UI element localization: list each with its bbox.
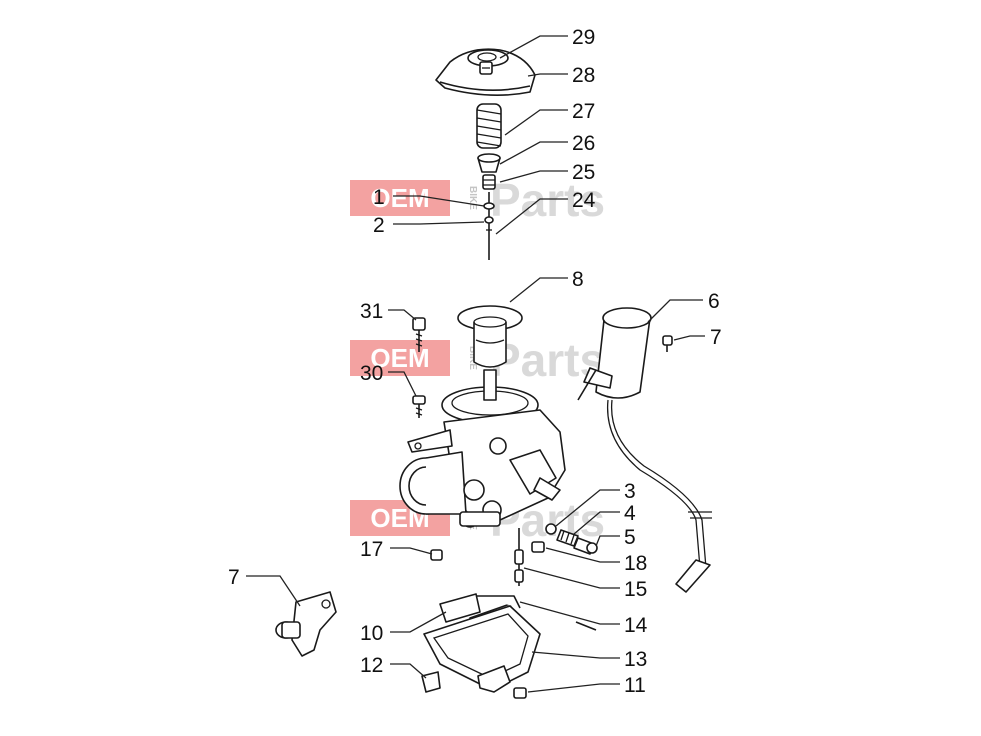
callout-14: 14	[624, 614, 648, 637]
callout-6: 6	[708, 290, 720, 313]
callout-4: 4	[624, 502, 636, 525]
part-screw-30	[412, 395, 426, 418]
callout-5: 5	[624, 526, 636, 549]
callout-18: 18	[624, 552, 647, 575]
part-plug-18	[531, 541, 545, 553]
part-needle-holder	[482, 174, 496, 190]
callout-17: 17	[360, 538, 383, 561]
leader-3	[555, 489, 620, 527]
part-screw-5	[573, 537, 598, 555]
part-slide-diaphragm	[457, 305, 523, 368]
callout-31: 31	[360, 300, 383, 323]
leader-27	[504, 109, 568, 136]
part-float-bowl	[423, 605, 541, 693]
part-jet-needle	[483, 192, 495, 260]
part-cover-screw	[479, 61, 493, 75]
leader-18	[545, 547, 620, 563]
leader-14	[519, 601, 620, 625]
leader-7a	[673, 335, 705, 341]
leader-25	[499, 170, 568, 183]
callout-12: 12	[360, 654, 383, 677]
callout-3: 3	[624, 480, 636, 503]
leader-29	[499, 35, 568, 59]
part-bolt-31	[412, 317, 426, 352]
leader-7b	[246, 575, 301, 607]
callout-7-right: 7	[710, 326, 722, 349]
part-screw-7	[662, 335, 673, 352]
part-spring-4	[556, 529, 579, 547]
leader-10	[390, 611, 447, 633]
callout-11: 11	[624, 674, 646, 697]
part-choke-actuator	[577, 307, 712, 593]
leader-6	[647, 299, 703, 323]
leader-31	[388, 309, 417, 321]
leader-24	[495, 198, 568, 235]
callout-29: 29	[572, 26, 595, 49]
callout-1: 1	[373, 186, 385, 209]
leader-4	[573, 511, 620, 535]
leader-26	[499, 141, 568, 165]
callout-15: 15	[624, 578, 647, 601]
leader-lines	[246, 35, 705, 693]
watermark-bike: BIKE	[467, 186, 478, 210]
part-spring	[476, 103, 502, 149]
callout-26: 26	[572, 132, 595, 155]
part-carburetor-body	[399, 369, 566, 528]
watermark-oem: OEM	[370, 183, 429, 213]
leader-5	[595, 535, 620, 547]
leader-28	[527, 73, 568, 77]
callout-numbers: 29 28 27 26 25 24 1 2 8 6 7 31 30 3 4 5 …	[228, 26, 722, 697]
callout-8: 8	[572, 268, 584, 291]
leader-17	[390, 547, 433, 555]
callout-25: 25	[572, 161, 595, 184]
part-bowl-screw	[513, 687, 527, 699]
leader-2	[393, 221, 485, 225]
callout-7-left: 7	[228, 566, 240, 589]
leader-8	[509, 277, 568, 303]
callout-27: 27	[572, 100, 595, 123]
callout-28: 28	[572, 64, 595, 87]
watermark-bike: BIKE	[467, 346, 478, 370]
part-drain-plug	[421, 671, 441, 693]
callout-2: 2	[373, 214, 385, 237]
part-float-pin	[575, 621, 597, 631]
callout-10: 10	[360, 622, 383, 645]
callout-30: 30	[360, 362, 383, 385]
callout-13: 13	[624, 648, 647, 671]
part-o-ring-3	[545, 523, 557, 535]
leader-13	[531, 651, 620, 659]
leader-12	[390, 663, 427, 679]
part-elbow-fitting	[275, 591, 337, 657]
part-spring-seat	[477, 153, 501, 173]
callout-24: 24	[572, 189, 596, 212]
watermark-top: OEM BIKE Parts	[350, 174, 605, 226]
part-main-jet	[514, 528, 524, 586]
leader-11	[527, 683, 620, 693]
watermark-parts: Parts	[490, 174, 605, 226]
leader-1	[393, 195, 485, 207]
leader-30	[388, 371, 417, 397]
part-nut-17	[430, 549, 443, 561]
leader-15	[523, 567, 620, 589]
